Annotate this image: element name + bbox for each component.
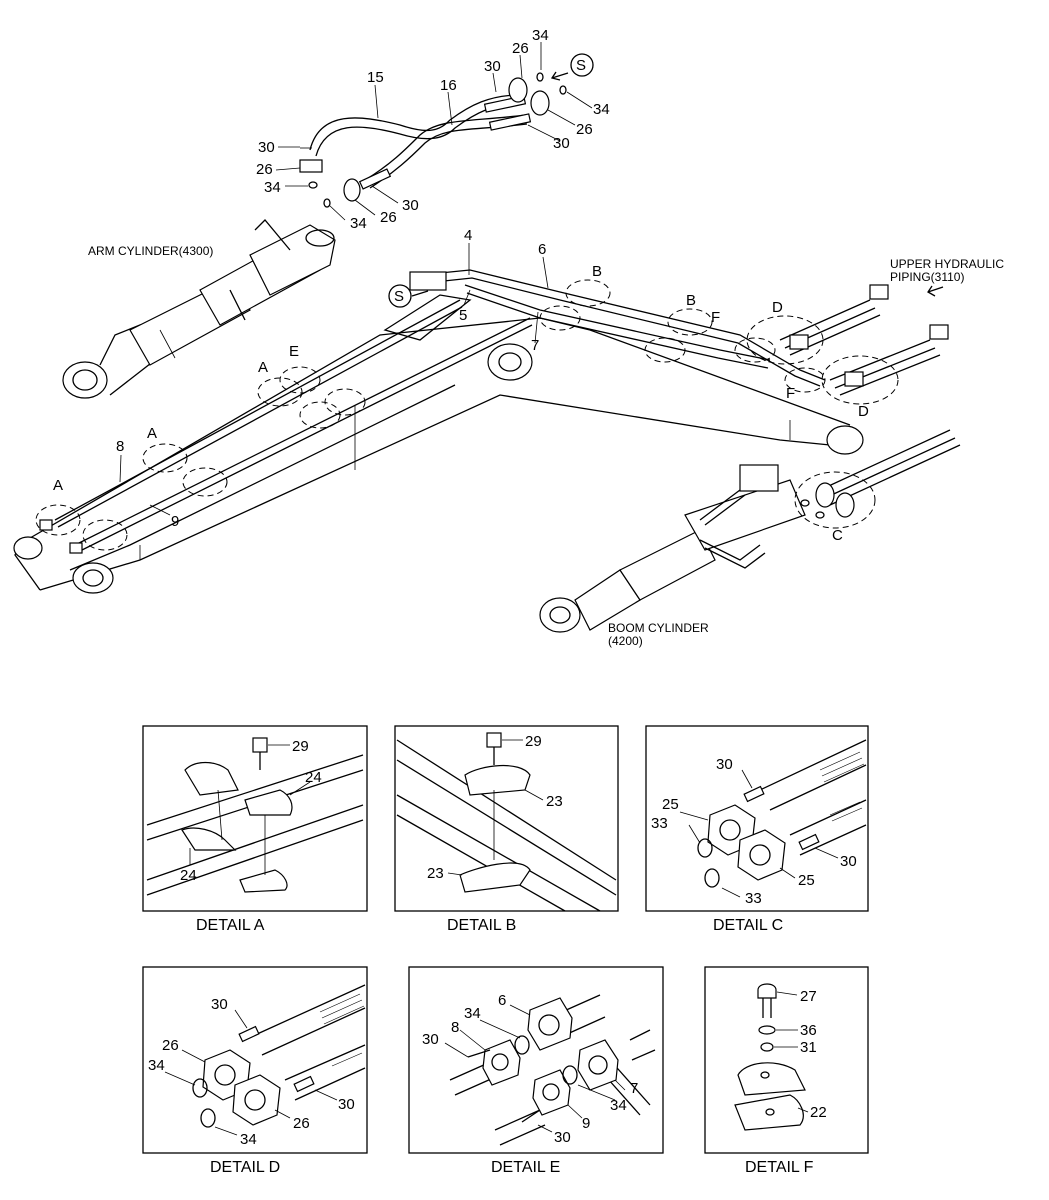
- detail-e-34: 34: [464, 1005, 481, 1022]
- callout-30: 30: [402, 197, 419, 214]
- detail-a-24: 24: [305, 769, 322, 786]
- callout-8: 8: [116, 438, 124, 455]
- detail-c-25: 25: [662, 796, 679, 813]
- zone-d: D: [772, 299, 783, 316]
- callout-34: 34: [532, 27, 549, 44]
- detail-b-title: DETAIL B: [447, 917, 516, 934]
- zone-c: C: [832, 527, 843, 544]
- zone-b: B: [686, 292, 696, 309]
- boom-cylinder-label-1: BOOM CYLINDER: [608, 621, 709, 635]
- detail-a: 29 24 24 DETAIL A: [142, 725, 368, 934]
- callout-16: 16: [440, 77, 457, 94]
- detail-e-8: 8: [451, 1019, 459, 1036]
- upper-piping-label-2: PIPING(3110): [890, 270, 964, 284]
- detail-c-33: 33: [745, 890, 762, 907]
- callout-4: 4: [464, 227, 472, 244]
- detail-e-6: 6: [498, 992, 506, 1009]
- detail-d-34: 34: [240, 1131, 257, 1148]
- detail-c-title: DETAIL C: [713, 917, 783, 934]
- detail-b-29: 29: [525, 733, 542, 750]
- detail-b-23: 23: [427, 865, 444, 882]
- detail-c-30: 30: [840, 853, 857, 870]
- zone-b: B: [592, 263, 602, 280]
- zone-a: A: [258, 359, 268, 376]
- detail-markers: [35, 279, 899, 551]
- detail-c-25: 25: [798, 872, 815, 889]
- detail-b-23: 23: [546, 793, 563, 810]
- zone-f: F: [786, 385, 795, 402]
- detail-c: 30 25 33 30 25 33 DETAIL C: [645, 725, 869, 934]
- callout-34: 34: [350, 215, 367, 232]
- zone-a: A: [53, 477, 63, 494]
- callout-34: 34: [593, 101, 610, 118]
- callout-9: 9: [171, 513, 179, 530]
- detail-f-title: DETAIL F: [745, 1159, 814, 1176]
- arm-cylinder-label: ARM CYLINDER(4300): [88, 244, 213, 258]
- callout-26: 26: [512, 40, 529, 57]
- detail-d-title: DETAIL D: [210, 1159, 280, 1176]
- callout-26: 26: [256, 161, 273, 178]
- main-leaders: [119, 42, 593, 516]
- detail-b: 29 23 23 DETAIL B: [394, 725, 619, 934]
- detail-e: 6 34 8 30 7 34 9 30 DETAIL E: [408, 966, 664, 1176]
- detail-e-7: 7: [630, 1080, 638, 1097]
- zone-e: E: [289, 343, 299, 360]
- callout-15: 15: [367, 69, 384, 86]
- detail-d-26: 26: [162, 1037, 179, 1054]
- detail-a-29: 29: [292, 738, 309, 755]
- detail-c-30: 30: [716, 756, 733, 773]
- arm-cylinder: [62, 219, 336, 399]
- detail-d-30: 30: [338, 1096, 355, 1113]
- detail-e-34: 34: [610, 1097, 627, 1114]
- view-s-markers: S S: [388, 53, 944, 308]
- callout-5: 5: [459, 307, 467, 324]
- boom-cylinder-label-2: (4200): [608, 634, 643, 648]
- detail-c-33: 33: [651, 815, 668, 832]
- detail-d: 30 26 34 30 26 34 DETAIL D: [142, 966, 368, 1176]
- boom-pipes: [39, 269, 826, 554]
- detail-f-36: 36: [800, 1022, 817, 1039]
- callout-30: 30: [553, 135, 570, 152]
- detail-e-30: 30: [554, 1129, 571, 1146]
- detail-d-34: 34: [148, 1057, 165, 1074]
- zone-d: D: [858, 403, 869, 420]
- detail-a-24: 24: [180, 867, 197, 884]
- detail-e-9: 9: [582, 1115, 590, 1132]
- detail-e-30: 30: [422, 1031, 439, 1048]
- callout-26: 26: [380, 209, 397, 226]
- callout-30: 30: [484, 58, 501, 75]
- detail-f: 27 36 31 22 DETAIL F: [704, 966, 869, 1176]
- callout-34: 34: [264, 179, 281, 196]
- detail-e-title: DETAIL E: [491, 1159, 560, 1176]
- detail-d-26: 26: [293, 1115, 310, 1132]
- callout-6: 6: [538, 241, 546, 258]
- callout-30: 30: [258, 139, 275, 156]
- zone-f: F: [711, 309, 720, 326]
- detail-f-22: 22: [810, 1104, 827, 1121]
- callout-26: 26: [576, 121, 593, 138]
- arm-hoses: [299, 72, 567, 208]
- zone-a: A: [147, 425, 157, 442]
- view-s-label-top: S: [576, 57, 586, 74]
- detail-a-title: DETAIL A: [196, 917, 265, 934]
- detail-f-31: 31: [800, 1039, 817, 1056]
- callout-7: 7: [531, 337, 539, 354]
- detail-f-27: 27: [800, 988, 817, 1005]
- main-callout-labels: 15 16 30 26 34 34 26 30 30 26 34 30 26 3…: [53, 27, 1004, 648]
- detail-d-30: 30: [211, 996, 228, 1013]
- boom-cylinder: [539, 429, 961, 633]
- upper-piping-label-1: UPPER HYDRAULIC: [890, 257, 1004, 271]
- upper-fittings: [779, 284, 949, 396]
- view-s-label-boom: S: [394, 288, 404, 305]
